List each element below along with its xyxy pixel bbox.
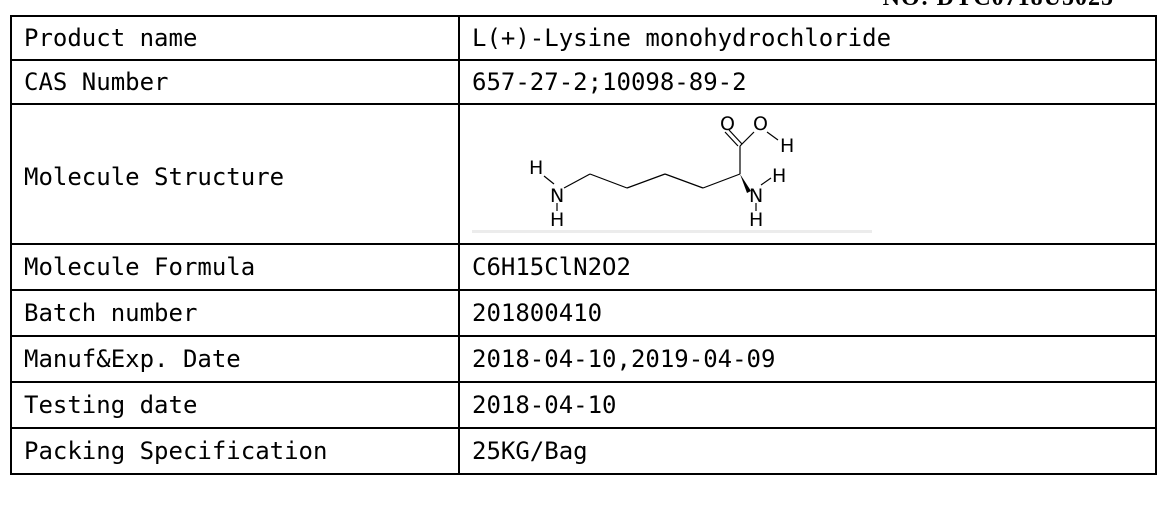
atom-label: N <box>749 185 763 207</box>
row-value: L(+)-Lysine monohydrochloride <box>458 15 1157 61</box>
table-row: Molecule Structure <box>10 103 1157 245</box>
row-label: Product name <box>10 15 460 61</box>
row-value: 2018-04-10,2019-04-09 <box>458 335 1157 383</box>
atom-label: H <box>780 135 794 157</box>
row-value: 25KG/Bag <box>458 427 1157 475</box>
molecule-structure-cell: O O H H N H N H H <box>458 103 1157 245</box>
row-label: Manuf&Exp. Date <box>10 335 460 383</box>
row-value: 201800410 <box>458 289 1157 337</box>
atom-label: H <box>550 209 564 231</box>
row-value: C6H15ClN2O2 <box>458 243 1157 291</box>
atom-label: H <box>772 165 786 187</box>
product-spec-table: Product name L(+)-Lysine monohydrochlori… <box>10 15 1157 475</box>
atom-label: H <box>749 209 763 231</box>
table-row: Molecule Formula C6H15ClN2O2 <box>10 243 1157 291</box>
row-label: Packing Specification <box>10 427 460 475</box>
atom-label: N <box>550 185 564 207</box>
table-row: CAS Number 657-27-2;10098-89-2 <box>10 59 1157 105</box>
document-number: NO: DYC0718U5025 <box>883 0 1114 10</box>
row-value: 657-27-2;10098-89-2 <box>458 59 1157 105</box>
atom-label: O <box>753 113 768 135</box>
row-label: Molecule Structure <box>10 103 460 245</box>
row-label: Batch number <box>10 289 460 337</box>
table-row: Batch number 201800410 <box>10 289 1157 337</box>
atom-label: O <box>720 113 735 135</box>
row-label: CAS Number <box>10 59 460 105</box>
molecule-structure-image: O O H H N H N H H <box>472 113 872 233</box>
table-row: Manuf&Exp. Date 2018-04-10,2019-04-09 <box>10 335 1157 383</box>
table-row: Product name L(+)-Lysine monohydrochlori… <box>10 15 1157 61</box>
row-label: Molecule Formula <box>10 243 460 291</box>
table-row: Testing date 2018-04-10 <box>10 381 1157 429</box>
atom-label: H <box>529 157 543 179</box>
row-label: Testing date <box>10 381 460 429</box>
row-value: 2018-04-10 <box>458 381 1157 429</box>
table-row: Packing Specification 25KG/Bag <box>10 427 1157 475</box>
